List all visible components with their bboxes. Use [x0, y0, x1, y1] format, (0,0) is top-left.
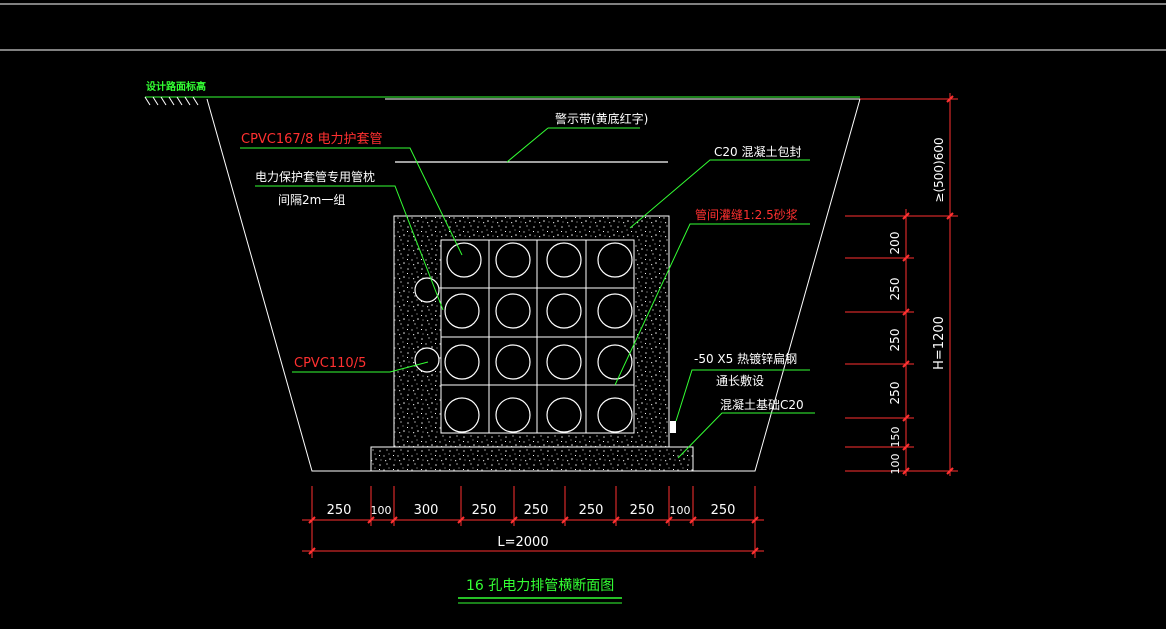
sleeve-label: CPVC167/8 电力护套管: [241, 131, 382, 147]
pipe-r3c3: [546, 344, 582, 380]
pipe-r4c1: [444, 397, 480, 433]
pipe-r3c1: [444, 344, 480, 380]
pipe-r4c2: [495, 397, 531, 433]
horizontal-dimension-values: 250 100 300 250 250 250 250 100 250 L=20…: [327, 503, 736, 550]
pipe-r1c2: [495, 242, 531, 278]
dim-total-length: L=2000: [497, 535, 548, 550]
pipe-r4c3: [546, 397, 582, 433]
gap-fill-label: 管间灌缝1:2.5砂浆: [695, 207, 798, 222]
dim-v-5: 150: [889, 427, 902, 448]
ground-level: [144, 96, 860, 106]
concrete-base: [370, 446, 694, 472]
dim-v-1: 200: [888, 232, 902, 255]
pipe-r1c1: [446, 242, 482, 278]
base-label: 混凝土基础C20: [720, 397, 804, 412]
pipe-r1c3: [546, 242, 582, 278]
dim-h-7: 250: [630, 503, 655, 518]
dim-h-9: 250: [711, 503, 736, 518]
pipe-r2c3: [546, 293, 582, 329]
small-pipe-lower: [414, 347, 440, 373]
steel-strip-label-1: -50 X5 热镀锌扁钢: [694, 352, 797, 366]
steel-strip: [670, 421, 676, 433]
vertical-dimension-ticks: [902, 95, 954, 475]
vertical-dimension-values: 200 250 250 250 150 100 H=1200 ≥(500)600: [888, 137, 947, 474]
ground-level-label: 设计路面标高: [146, 80, 206, 93]
pipe-r3c4: [597, 344, 633, 380]
dim-v-4: 250: [888, 382, 902, 405]
pipe-r3c2: [495, 344, 531, 380]
warning-tape-label: 警示带(黄底红字): [555, 111, 648, 126]
pipe-r2c1: [444, 293, 480, 329]
dim-h-5: 250: [524, 503, 549, 518]
dim-v-6: 100: [889, 454, 902, 475]
dim-v-2: 250: [888, 278, 902, 301]
dim-v-3: 250: [888, 329, 902, 352]
dim-h-8: 100: [670, 504, 691, 517]
dim-h-6: 250: [579, 503, 604, 518]
vertical-dimension-lines: [845, 93, 958, 476]
concrete-encase-label: C20 混凝土包封: [714, 144, 801, 159]
dim-h-1: 250: [327, 503, 352, 518]
drawing-caption: 16 孔电力排管横断面图: [466, 578, 614, 594]
dim-h-4: 250: [472, 503, 497, 518]
pipe-r4c4: [597, 397, 633, 433]
pipe-r1c4: [597, 242, 633, 278]
leader-lines: [240, 127, 815, 459]
dim-h-2: 100: [371, 504, 392, 517]
pipe-circles: [414, 242, 633, 433]
pipe-r2c4: [597, 293, 633, 329]
pipe-r2c2: [495, 293, 531, 329]
pipe-support-label-1: 电力保护套管专用管枕: [255, 169, 375, 184]
dim-cover-depth: ≥(500)600: [932, 137, 946, 202]
horizontal-dimension-ticks: [308, 516, 759, 555]
pipe-support-label-2: 间隔2m一组: [278, 193, 345, 207]
dim-height-total: H=1200: [932, 316, 947, 370]
steel-strip-label-2: 通长敷设: [716, 373, 764, 388]
small-pipe-label: CPVC110/5: [294, 356, 366, 371]
dim-h-3: 300: [414, 503, 439, 518]
pipe-grid: [440, 239, 635, 434]
